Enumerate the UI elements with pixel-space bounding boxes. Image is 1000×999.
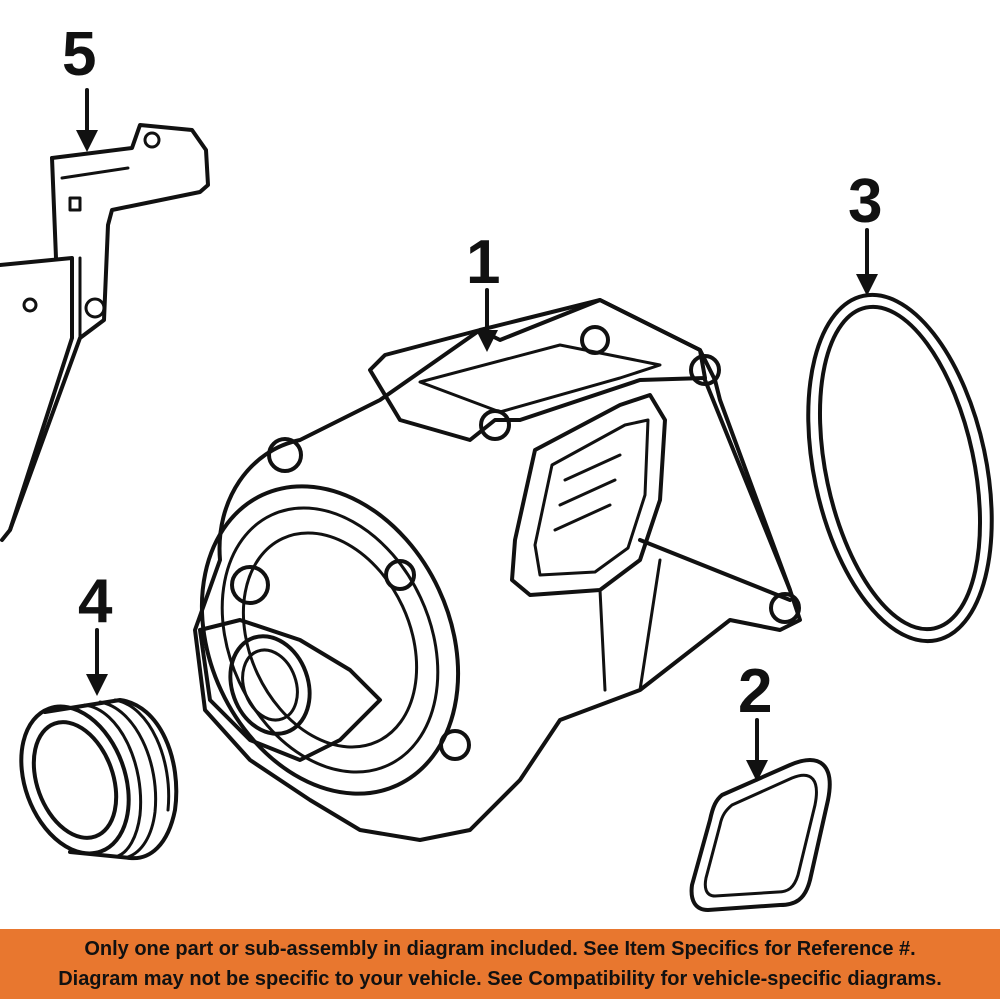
callout-2: 2: [738, 657, 772, 726]
disclaimer-line-2: Diagram may not be specific to your vehi…: [58, 968, 942, 990]
part-1-alternator: [193, 298, 802, 842]
callout-5: 5: [62, 20, 96, 89]
exploded-parts-diagram: 5 1 3 4 2: [0, 20, 994, 912]
part-4-pulley: [19, 698, 179, 861]
arrow-1: [476, 330, 498, 352]
callout-4: 4: [78, 567, 113, 636]
arrow-3: [856, 274, 878, 296]
part-5-bracket: [0, 123, 210, 542]
part-2-gasket: [689, 758, 832, 912]
callout-3: 3: [848, 167, 882, 236]
arrow-4: [86, 674, 108, 696]
part-3-ring-seal: [806, 292, 994, 644]
disclaimer-line-1: Only one part or sub-assembly in diagram…: [84, 938, 916, 960]
leader-arrows: [76, 88, 878, 782]
callout-1: 1: [466, 228, 500, 297]
arrow-5: [76, 130, 98, 152]
arrow-2: [746, 760, 768, 782]
disclaimer-banner: Only one part or sub-assembly in diagram…: [0, 929, 1000, 999]
